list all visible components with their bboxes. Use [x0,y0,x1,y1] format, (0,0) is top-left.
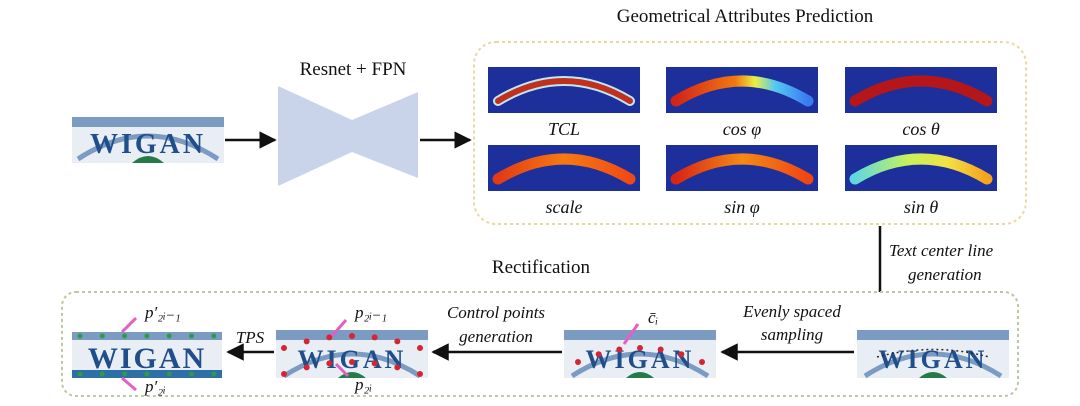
tcl-gen-line2: generation [908,265,982,284]
sampling-line2: sampling [761,325,823,344]
rectified-point [189,333,194,339]
p-bot-pointer [334,362,350,378]
control-point [417,345,423,351]
rectified-image: WIGAN [72,316,222,392]
center-point [595,351,602,358]
map-curve [670,153,814,185]
map-curve [849,75,993,107]
input-word: WIGAN [90,129,206,160]
map-label: sin θ [904,197,939,217]
control-point [394,338,401,345]
geo-title: Geometrical Attributes Prediction [617,6,874,27]
c-pointer [622,323,640,345]
map-scale: scale [488,145,640,217]
control-point [281,345,287,351]
map-curve [492,153,636,185]
map-label: cos φ [723,119,761,139]
center-point [616,346,623,353]
rectified-point [77,333,83,339]
control-point [394,364,401,371]
rectified-point [99,333,105,339]
control-point [303,364,310,371]
attribute-maps: TCL cos φ cos θ scale sin φ sin θ [488,67,997,217]
rectified-point [122,333,128,339]
sampling-line1: Evenly spaced [742,302,841,321]
center-point [699,359,705,365]
control-point [281,371,287,377]
rectified-point [144,371,150,377]
map-tcl: TCL [488,67,640,139]
control-point [349,359,355,365]
map-curve [849,153,993,185]
control-point [371,360,378,367]
control-line1: Control points [447,303,545,322]
control-points-image: WIGAN [276,319,428,379]
rectified-point [122,371,128,377]
input-image: WIGAN [72,117,224,163]
control-point [371,334,378,341]
map-sinphi: sin φ [666,145,818,217]
center-point [678,351,685,358]
label-pp-top: p′₂ᵢ₋₁ [144,303,181,322]
control-point [303,338,310,345]
rectified-point [211,371,217,377]
rect-title: Rectification [492,257,591,278]
center-point [657,346,664,353]
map-label: sin φ [724,197,760,217]
rectified-point [99,371,105,377]
control-point [349,333,355,339]
center-points [575,345,705,365]
pp-top-pointer [120,316,138,334]
tcl-gen-line1: Text center line [889,241,994,260]
sampled-line-image: WIGAN [857,330,1009,379]
pp-bot-pointer [121,376,137,392]
control-point [417,371,423,377]
center-point [575,359,581,365]
tps-label: TPS [236,328,265,347]
map-label: cos θ [902,119,939,139]
center-points-image: WIGAN [564,323,716,379]
control-point [326,334,333,341]
map-cosphi: cos φ [666,67,818,139]
control-line2: generation [459,327,533,346]
backbone-shape [278,86,418,186]
map-curve [670,75,814,107]
rectified-point [166,333,172,339]
label-pp-bot: p′₂ᵢ [144,377,166,396]
backbone-title: Resnet + FPN [300,59,407,80]
label-c: c̄ᵢ [648,308,658,327]
control-point [326,360,333,367]
control-points [281,333,423,377]
map-curve [495,78,633,104]
label-p-bot: p₂ᵢ [354,375,372,394]
rectified-point [189,371,194,377]
map-sintheta: sin θ [845,145,997,217]
rectified-point [144,333,150,339]
center-point [637,345,643,351]
rectified-word: WIGAN [88,342,206,375]
rectified-point [77,371,83,377]
map-label: scale [546,197,583,217]
rectified-point [166,371,172,377]
map-label: TCL [548,119,580,139]
label-p-top: p₂ᵢ₋₁ [354,303,387,322]
rectified-point [211,333,217,339]
rectified-control-points [77,333,217,377]
map-costheta: cos θ [845,67,997,139]
p-top-pointer [330,319,348,337]
